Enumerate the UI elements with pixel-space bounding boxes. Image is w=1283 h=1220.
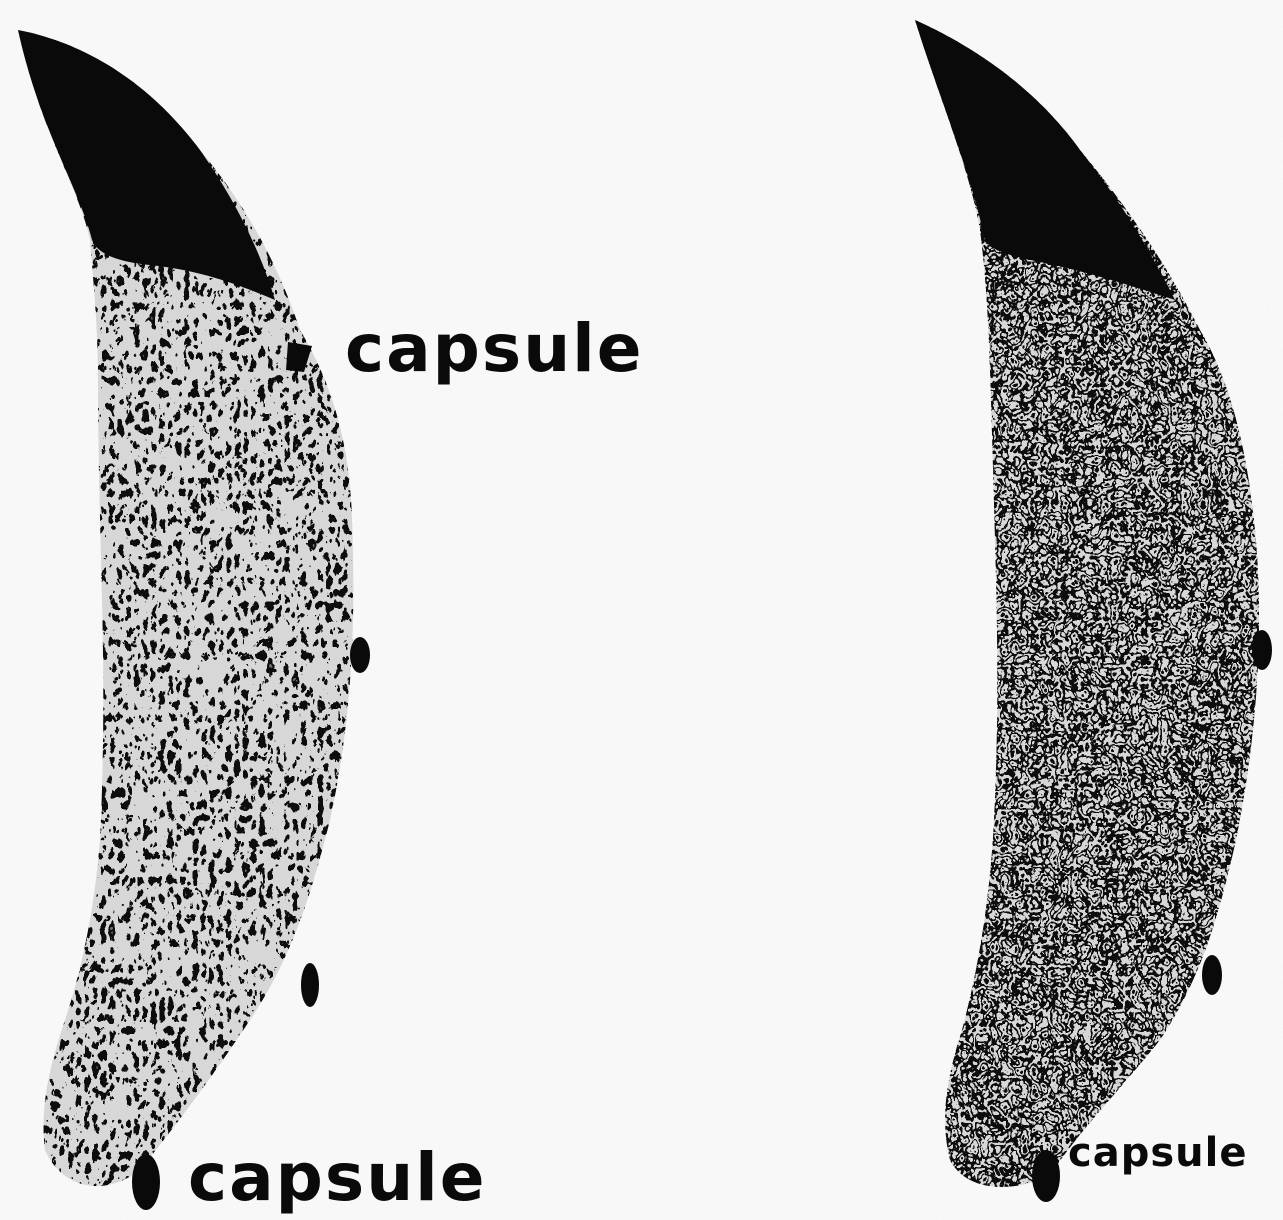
right-lower-marker [1202,955,1222,995]
left-lower-marker [301,963,319,1007]
right-mid-marker [1252,630,1272,670]
left-mid-marker [350,637,370,673]
capsule-label-right-bottom: capsule [1068,1133,1247,1173]
capsule-label-left-top: capsule [345,316,644,382]
right-bottom-marker [1032,1150,1060,1202]
left-bottom-marker [132,1154,160,1210]
capsule-label-left-bottom: capsule [188,1145,487,1211]
